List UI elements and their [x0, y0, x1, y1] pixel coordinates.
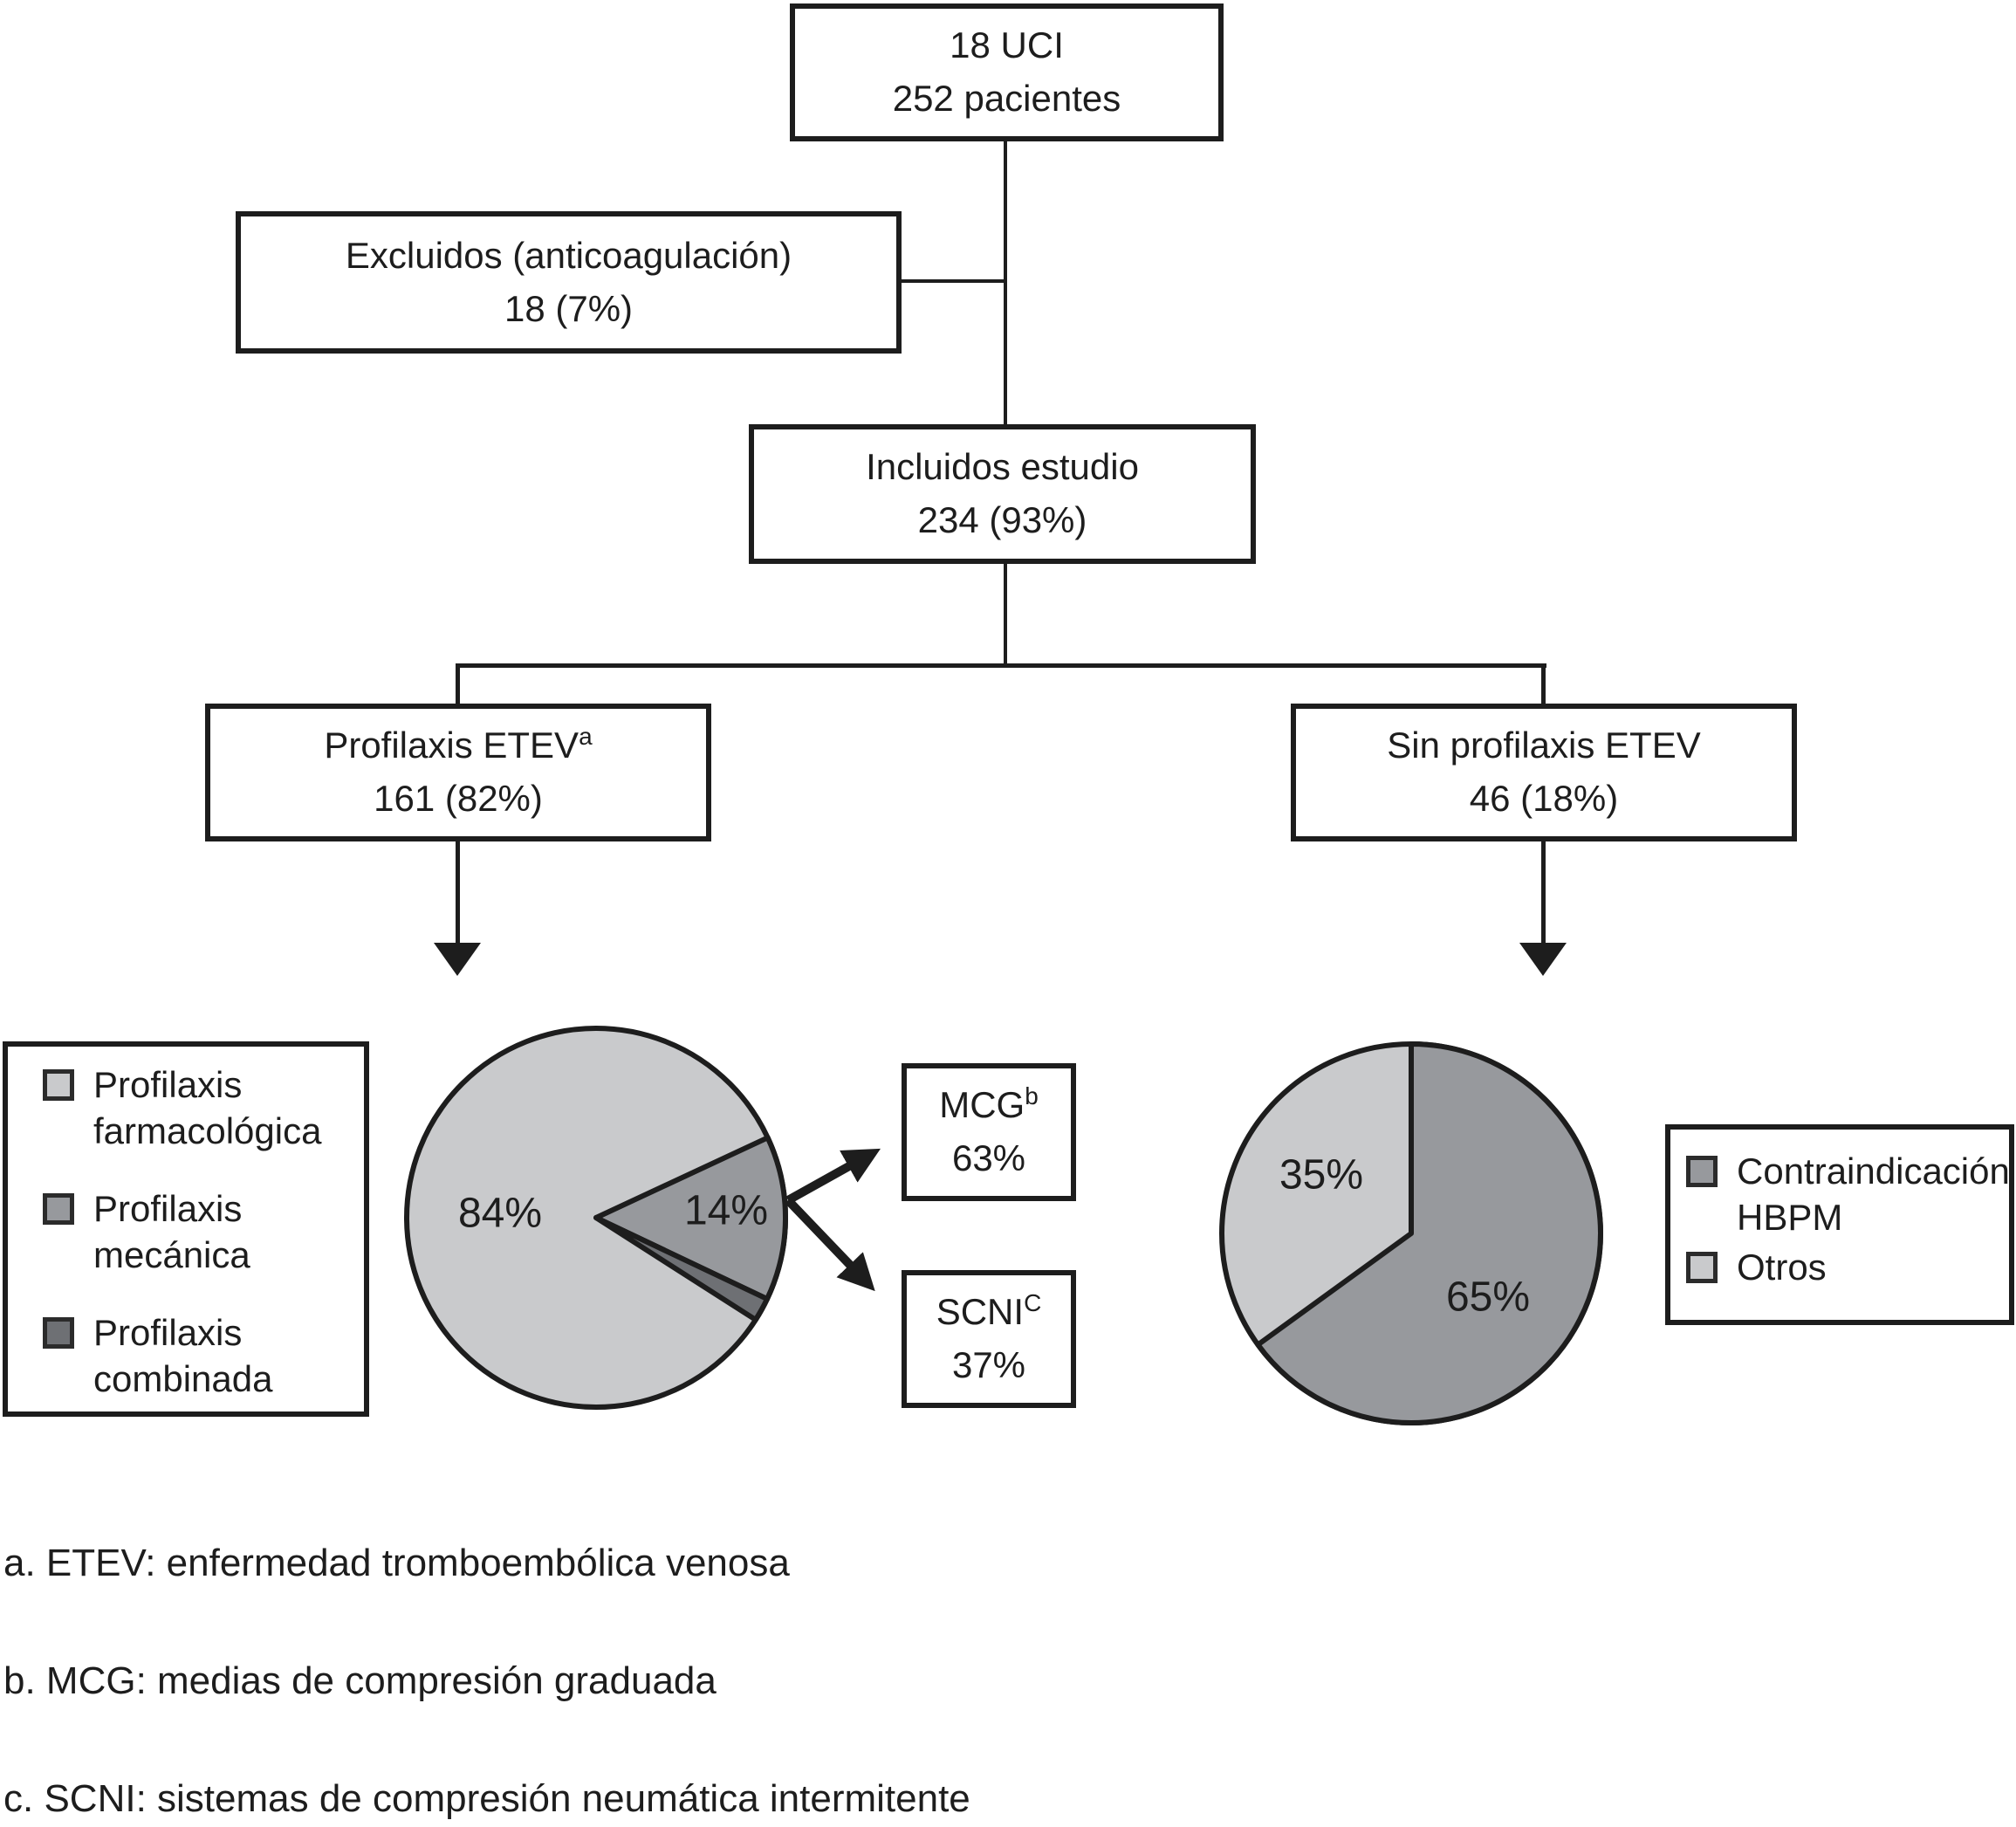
node-mcg-sup: b	[1025, 1082, 1039, 1110]
legend-no-prophylaxis-reasons: Contraindicación HBPM Otros	[1665, 1124, 2014, 1325]
node-scni-line1: SCNIC	[936, 1286, 1042, 1339]
node-prophylaxis-text: Profilaxis ETEV	[324, 725, 579, 766]
connector-branch-horizontal	[456, 663, 1546, 668]
legend-swatch-farmacologica	[43, 1069, 74, 1101]
node-prophylaxis-line2: 161 (82%)	[374, 778, 543, 819]
node-excluded-line2: 18 (7%)	[504, 287, 634, 329]
node-prophylaxis-sup: a	[579, 723, 593, 751]
node-scni-text: SCNI	[936, 1291, 1025, 1333]
legend-label-contraindicacion: Contraindicación HBPM	[1737, 1150, 2010, 1238]
footnote-c: c. SCNI: sistemas de compresión neumátic…	[3, 1777, 970, 1820]
arrow-left-head	[434, 943, 481, 976]
legend-label-farmacologica: Profilaxis farmacológica	[93, 1064, 322, 1151]
connector-branch-right-drop	[1541, 663, 1546, 705]
node-mcg-text: MCG	[939, 1084, 1025, 1126]
arrows-to-mcg-scni	[785, 1148, 881, 1292]
legend-swatch-otros	[1686, 1252, 1718, 1283]
node-no-prophylaxis: Sin profilaxis ETEV 46 (18%)	[1291, 704, 1797, 841]
legend-item-farmacologica: Profilaxis farmacológica	[43, 1062, 355, 1154]
connector-total-to-included	[1004, 140, 1007, 426]
node-mcg: MCGb 63%	[902, 1063, 1076, 1201]
connector-excluded-branch	[900, 279, 1005, 283]
connector-included-down	[1004, 562, 1007, 667]
node-included-line1: Incluidos estudio	[866, 446, 1139, 488]
pie-label-farmacologica: 84%	[457, 1190, 543, 1237]
pie-label-mecanica: 14%	[683, 1187, 769, 1234]
legend-label-combinada: Profilaxis combinada	[93, 1312, 273, 1399]
arrow-to-scni	[785, 1197, 875, 1292]
node-mcg-line2: 63%	[951, 1137, 1026, 1178]
node-scni: SCNIC 37%	[902, 1270, 1076, 1408]
footnote-b: b. MCG: medias de compresión graduada	[3, 1659, 717, 1702]
arrow-to-mcg	[785, 1148, 881, 1205]
footnote-a: a. ETEV: enfermedad tromboembólica venos…	[3, 1542, 790, 1584]
node-included-line2: 234 (93%)	[917, 499, 1087, 540]
node-excluded: Excluidos (anticoagulación) 18 (7%)	[236, 211, 902, 354]
node-scni-sup: C	[1024, 1289, 1042, 1317]
legend-item-contraindicacion: Contraindicación HBPM	[1686, 1149, 2016, 1240]
legend-item-mecanica: Profilaxis mecánica	[43, 1186, 355, 1278]
node-prophylaxis: Profilaxis ETEVa 161 (82%)	[205, 704, 711, 841]
arrow-right-head	[1519, 943, 1567, 976]
node-included: Incluidos estudio 234 (93%)	[749, 424, 1256, 564]
arrow-right-stem	[1541, 840, 1546, 946]
legend-label-otros: Otros	[1737, 1247, 1827, 1288]
node-no-prophylaxis-line1: Sin profilaxis ETEV	[1387, 725, 1701, 766]
legend-swatch-contraindicacion	[1686, 1156, 1718, 1187]
arrow-left-stem	[456, 840, 460, 946]
pie-label-otros: 35%	[1279, 1151, 1364, 1199]
node-mcg-line1: MCGb	[939, 1079, 1039, 1132]
legend-prophylaxis-types: Profilaxis farmacológica Profilaxis mecá…	[3, 1041, 369, 1417]
node-prophylaxis-line1: Profilaxis ETEVa	[324, 719, 592, 773]
legend-label-mecanica: Profilaxis mecánica	[93, 1188, 250, 1275]
node-total-line1: 18 UCI	[950, 24, 1064, 66]
pie-profilaxis-etev: 84% 14%	[402, 1024, 790, 1411]
node-excluded-line1: Excluidos (anticoagulación)	[345, 234, 792, 276]
pie-sin-profilaxis: 35% 65%	[1217, 1040, 1605, 1427]
pie-label-contraindicacion: 65%	[1445, 1274, 1531, 1321]
node-no-prophylaxis-line2: 46 (18%)	[1469, 778, 1619, 819]
legend-item-combinada: Profilaxis combinada	[43, 1310, 355, 1402]
node-scni-line2: 37%	[951, 1344, 1026, 1385]
legend-item-otros: Otros	[1686, 1245, 2016, 1291]
connector-branch-left-drop	[456, 663, 460, 705]
node-total-line2: 252 pacientes	[892, 78, 1121, 119]
legend-swatch-combinada	[43, 1317, 74, 1349]
legend-swatch-mecanica	[43, 1193, 74, 1225]
node-total-patients: 18 UCI 252 pacientes	[790, 3, 1224, 141]
